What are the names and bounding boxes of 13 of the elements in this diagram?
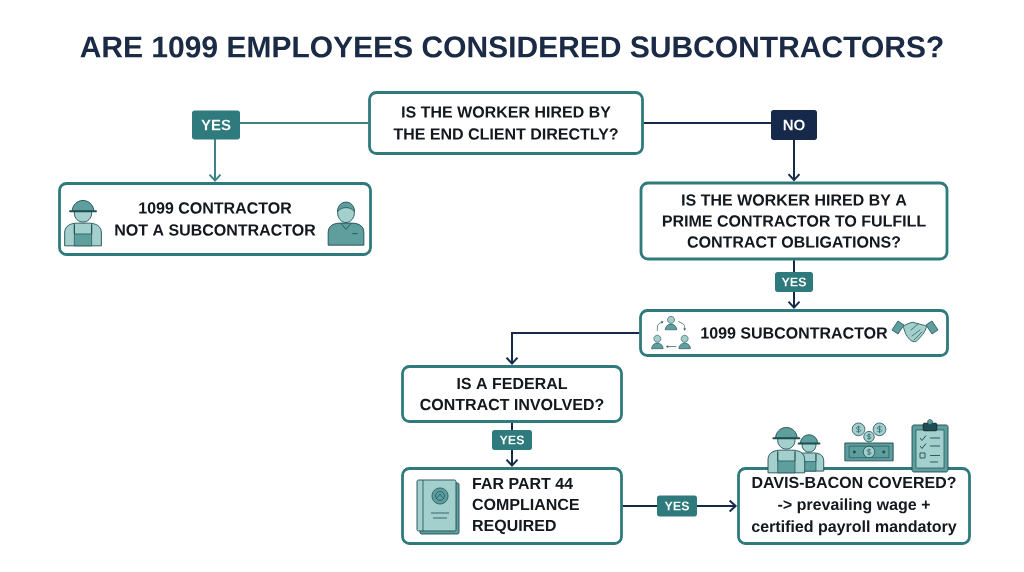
- question-box: IS THE WORKER HIRED BY A PRIME CONTRACTOR TO FULFILL CONTRACT OBLIGATIONS?: [639, 181, 949, 261]
- edge-label: YES: [192, 110, 240, 140]
- outcome-box: 1099 CONTRACTOR NOT A SUBCONTRACTOR: [58, 182, 372, 256]
- edge-label: YES: [657, 495, 697, 517]
- outcome-box: DAVIS-BACON COVERED? -> prevailing wage + certified payroll mandatory: [737, 467, 971, 545]
- edge-label: YES: [775, 272, 813, 292]
- outcome-box: 1099 SUBCONTRACTOR: [639, 309, 949, 357]
- question-box: IS A FEDERAL CONTRACT INVOLVED?: [401, 365, 623, 423]
- edge-label: YES: [492, 430, 532, 450]
- question-box: IS THE WORKER HIRED BY THE END CLIENT DIRECTLY?: [368, 91, 644, 155]
- title: ARE 1099 EMPLOYEES CONSIDERED SUBCONTRACTORS?: [80, 36, 943, 58]
- arrow: [505, 332, 641, 366]
- edge-label: NO: [771, 110, 817, 140]
